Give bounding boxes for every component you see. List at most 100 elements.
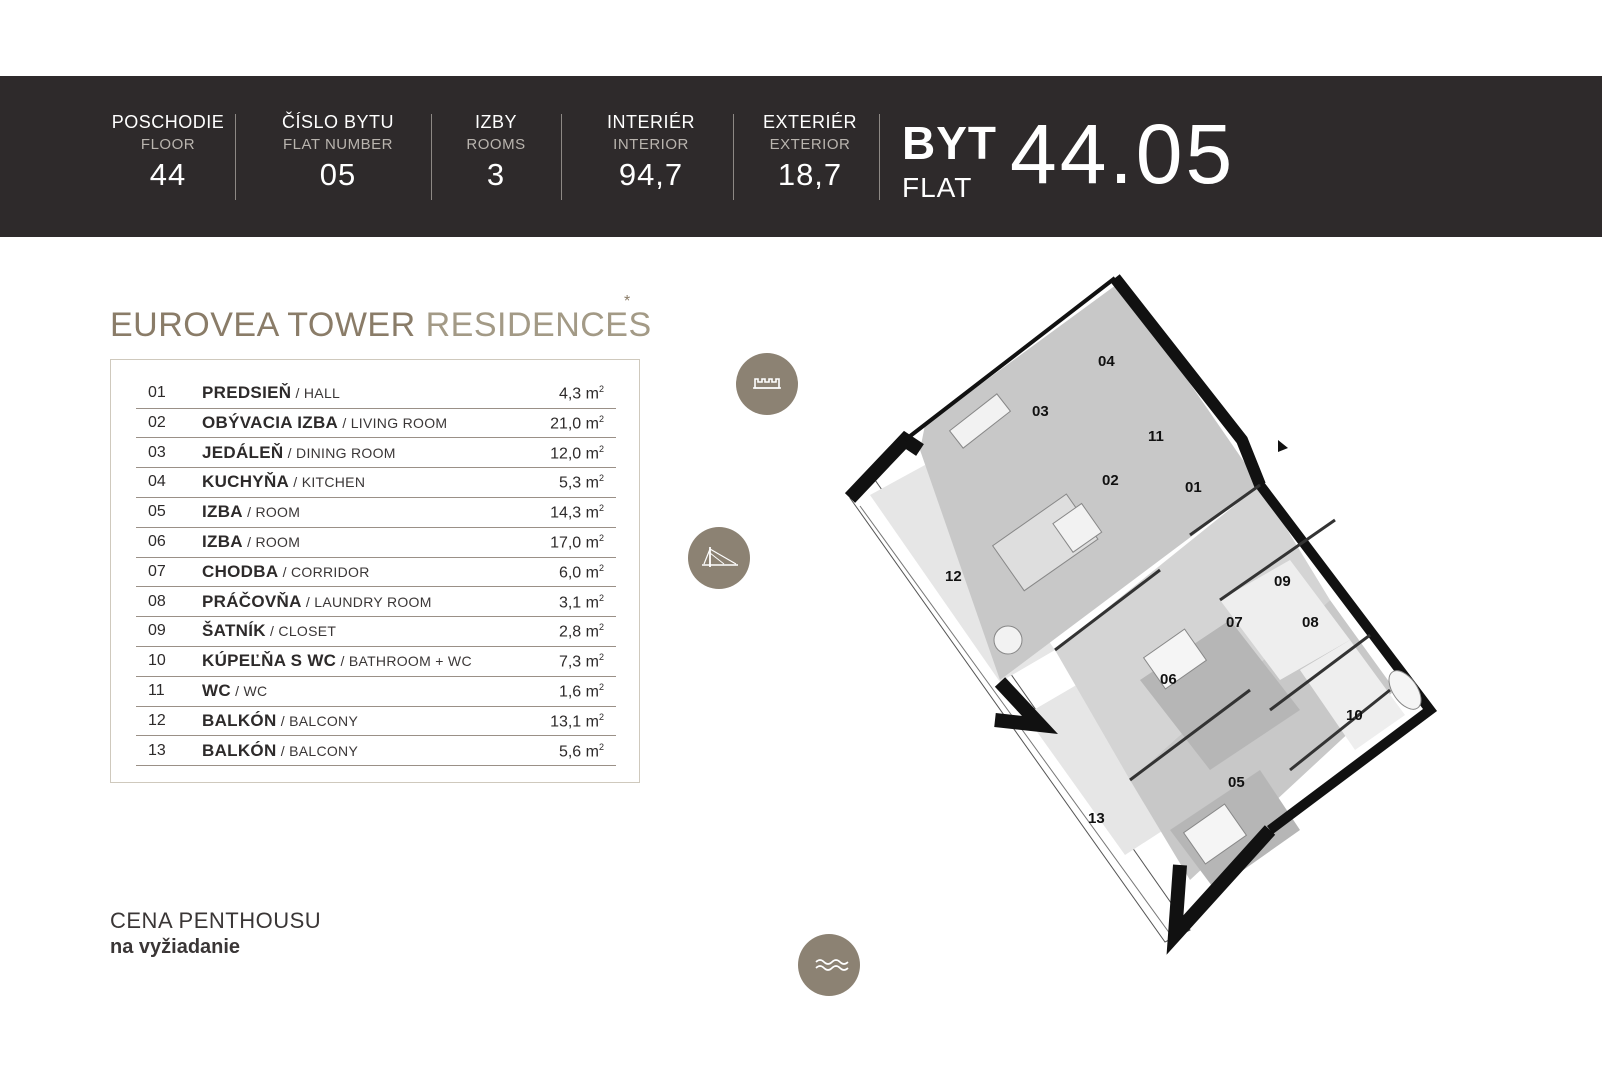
room-name: CHODBA / CORRIDOR [202,562,370,582]
room-name-en: / LIVING ROOM [338,414,448,431]
plan-label-05: 05 [1228,774,1245,791]
byt-label: BYT [902,117,997,169]
price-value: na vyžiadanie [110,936,241,958]
brand-part1: EUROVEA TOWER [110,306,416,344]
room-name: BALKÓN / BALCONY [202,741,358,761]
divider [733,114,734,200]
room-area: 14,3 m2 [550,503,604,522]
stat-value: 18,7 [777,157,843,192]
room-number: 11 [148,682,165,699]
stat-label: EXTERIÉR [762,112,858,132]
stat-value: 05 [319,157,357,192]
room-area: 1,6 m2 [558,682,604,701]
stat-label: ČÍSLO BYTU [281,112,395,132]
stat-label: IZBY [474,112,517,132]
room-name-en: / LAUNDRY ROOM [301,593,432,610]
room-name-sk: IZBA [202,532,243,551]
room-area: 5,3 m2 [558,473,604,492]
brand-part2: RESIDENCES [425,306,652,344]
room-name-sk: KÚPEĽŇA S WC [202,651,337,671]
room-number: 03 [148,443,166,461]
plan-label-06: 06 [1160,671,1177,688]
room-name-en: / ROOM [242,504,301,521]
room-name-en: / DINING ROOM [283,444,396,461]
stat-rooms: IZBY ROOMS 3 [456,112,536,193]
room-area: 6,0 m2 [558,562,604,582]
room-area: 17,0 m2 [550,533,604,552]
divider [879,114,880,200]
room-row: 02 OBÝVACIA IZBA / LIVING ROOM 21,0 m2 [136,408,616,439]
room-name-en: / KITCHEN [289,474,366,491]
room-number: 10 [148,652,166,670]
plan-label-04: 04 [1098,353,1115,370]
stat-flat-number: ČÍSLO BYTU FLAT NUMBER 05 [268,112,408,193]
floor-plan: 01 02 03 04 05 06 07 08 09 10 11 12 13 [830,270,1490,970]
room-number: 02 [148,413,166,431]
room-name-sk: PREDSIEŇ [202,383,292,402]
stat-sublabel: FLOOR [140,136,196,153]
divider [561,114,562,200]
room-name-sk: KUCHYŇA [202,472,290,492]
room-name: JEDÁLEŇ / DINING ROOM [202,443,396,463]
stat-value: 3 [486,157,506,192]
divider [431,114,432,200]
room-name: KUCHYŇA / KITCHEN [202,472,365,492]
room-number: 08 [148,592,166,610]
room-name-sk: IZBA [202,502,243,522]
room-name-en: / WC [230,683,268,699]
room-name-sk: ŠATNÍK [202,621,266,641]
room-name-sk: OBÝVACIA IZBA [202,412,339,432]
room-area: 4,3 m2 [558,384,604,403]
plan-label-07: 07 [1226,614,1243,631]
room-area: 12,0 m2 [550,443,604,462]
divider [235,114,236,200]
room-area: 21,0 m2 [550,413,604,433]
price-label: CENA PENTHOUSU [110,908,322,933]
room-row: 09 ŠATNÍK / CLOSET 2,8 m2 [136,616,616,648]
room-row: 03 JEDÁLEŇ / DINING ROOM 12,0 m2 [136,438,616,469]
room-name-en: / CORRIDOR [278,563,370,580]
plan-label-09: 09 [1274,573,1291,590]
room-name: ŠATNÍK / CLOSET [202,621,336,641]
stat-label: POSCHODIE [111,112,225,132]
stat-label: INTERIÉR [606,112,695,132]
room-area: 3,1 m2 [558,592,604,611]
stat-interior: INTERIÉR INTERIOR 94,7 [596,112,706,193]
room-name: IZBA / ROOM [202,502,300,522]
brand-title: EUROVEA TOWER RESIDENCES [110,306,652,345]
stat-sublabel: ROOMS [466,136,526,153]
room-name: KÚPEĽŇA S WC / BATHROOM + WC [202,651,472,671]
room-number: 05 [148,503,166,521]
room-area: 2,8 m2 [558,622,604,641]
room-name-en: / CLOSET [265,623,337,640]
room-name-en: / BATHROOM + WC [336,653,472,670]
room-number: 09 [148,622,166,640]
header-banner: POSCHODIE FLOOR 44 ČÍSLO BYTU FLAT NUMBE… [0,76,1602,237]
room-row: 05 IZBA / ROOM 14,3 m2 [136,497,616,528]
brand-star: * [624,293,631,310]
room-name-sk: WC [202,681,231,700]
stat-floor: POSCHODIE FLOOR 44 [108,112,228,193]
room-name: PRÁČOVŇA / LAUNDRY ROOM [202,592,432,612]
room-name-sk: JEDÁLEŇ [202,442,284,462]
room-area: 13,1 m2 [550,711,604,731]
bridge-view-icon [688,527,750,589]
room-row: 08 PRÁČOVŇA / LAUNDRY ROOM 3,1 m2 [136,587,616,618]
plan-label-03: 03 [1032,403,1049,420]
castle-view-icon [736,353,798,415]
room-name-en: / BALCONY [276,712,359,729]
room-row: 11 WC / WC 1,6 m2 [136,676,616,707]
flat-id: 44.05 [1010,107,1236,201]
flat-label: FLAT [902,172,973,203]
room-number: 13 [148,741,166,759]
room-name-en: / HALL [291,385,341,401]
stat-sublabel: INTERIOR [613,136,689,153]
room-name: PREDSIEŇ / HALL [202,383,340,403]
plan-label-13: 13 [1088,810,1105,827]
stat-sublabel: EXTERIOR [769,136,851,153]
